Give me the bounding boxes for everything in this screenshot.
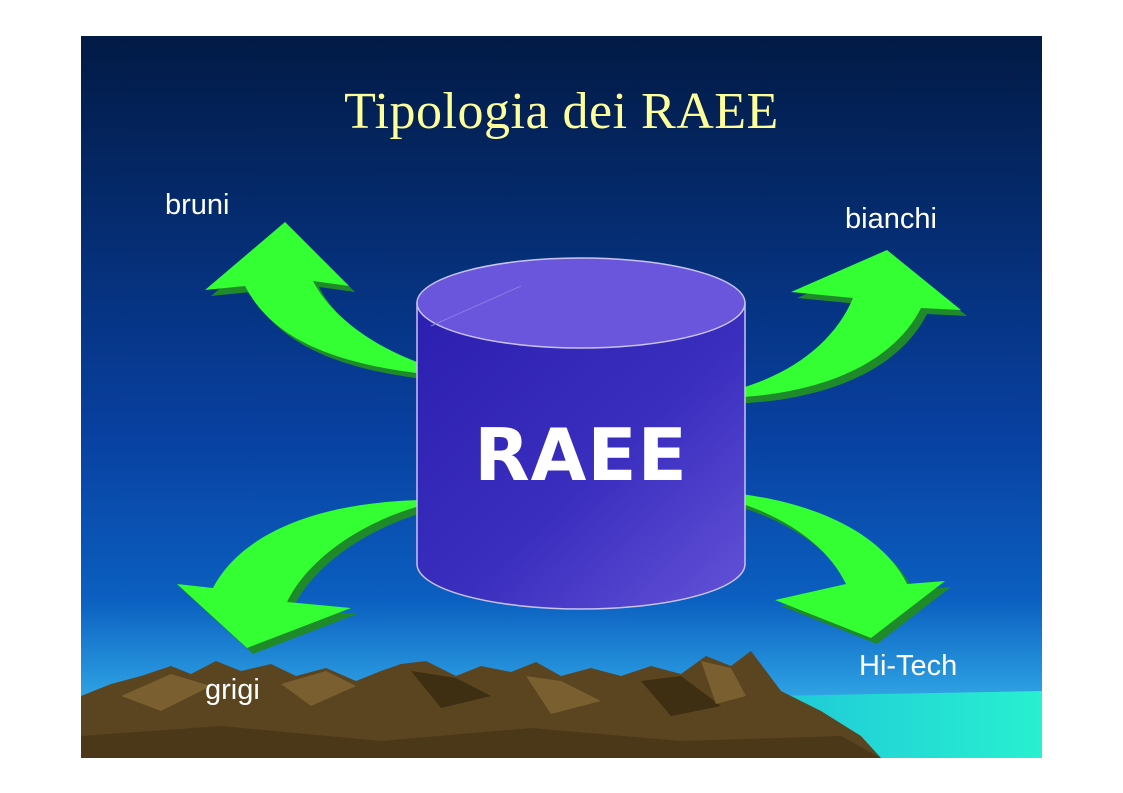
slide: Tipologia dei RAEE bruni bianchi grigi H… [81,36,1042,758]
label-bruni: bruni [165,189,230,221]
slide-title: Tipologia dei RAEE [344,83,779,140]
arrow-bianchi [696,250,967,405]
slide-background [81,36,1042,758]
cylinder-label: RAEE [474,413,688,497]
arrow-hitech [681,490,951,644]
label-grigi: grigi [205,674,260,706]
mountains [81,651,881,758]
label-bianchi: bianchi [845,203,937,235]
label-hitech: Hi-Tech [859,650,958,682]
cylinder [416,257,746,610]
arrow-grigi [177,499,451,654]
arrow-bruni [205,222,483,384]
